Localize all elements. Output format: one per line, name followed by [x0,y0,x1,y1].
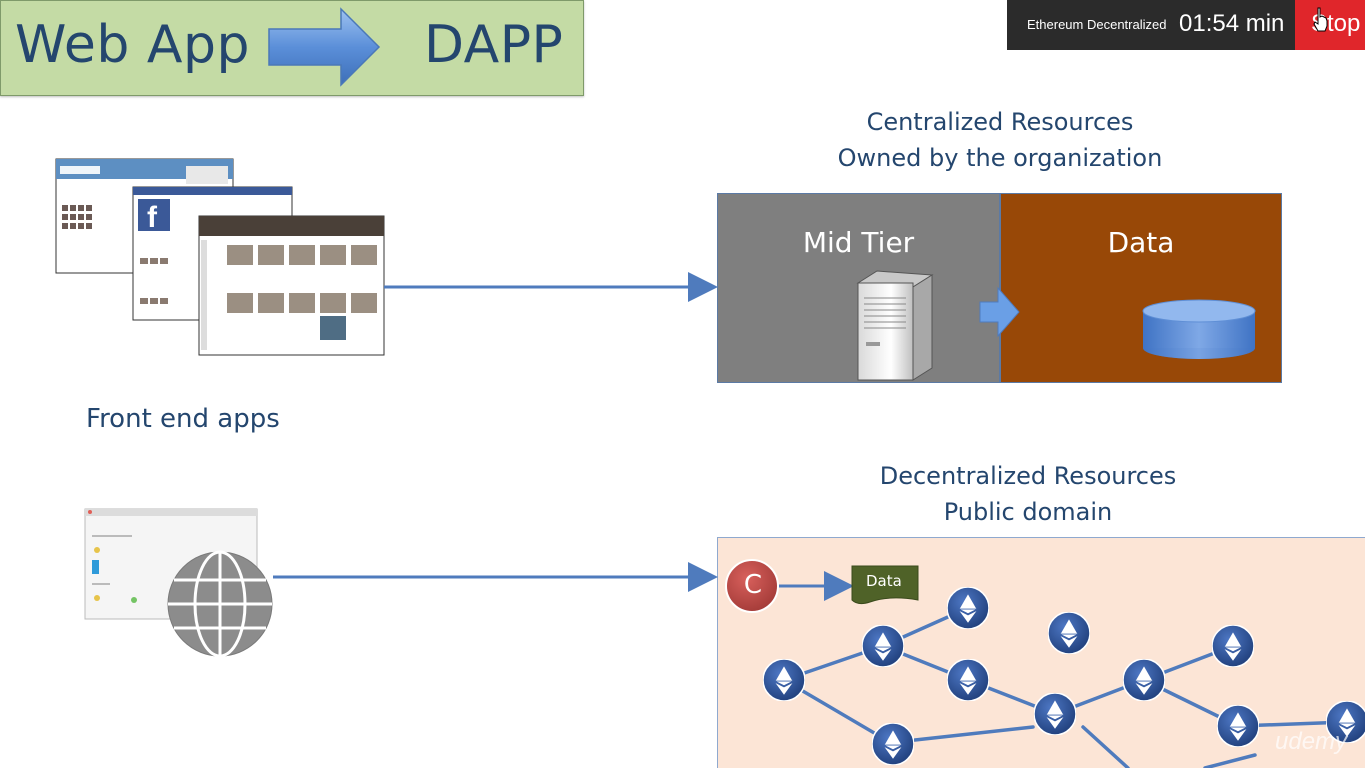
recording-timer: 01:54 min [1179,10,1285,37]
right-arrow-icon [268,7,381,87]
ethereum-icon [1212,625,1254,667]
centralized-heading-line2: Owned by the organization [837,144,1163,172]
mid-to-data-arrow [979,286,1020,338]
title-banner: Web App DAPP [0,0,584,96]
ethereum-icon [947,587,989,629]
decentralized-heading-line2: Public domain [943,498,1113,526]
contract-letter: C [743,570,763,600]
ethereum-icon [947,659,989,701]
ethereum-icon [862,625,904,667]
watermark: udemy [1275,728,1348,755]
cursor-icon [1313,7,1328,32]
recording-title: Ethereum Decentralized [1027,17,1167,32]
svg-text:f: f [147,201,158,234]
contract-node [725,559,779,613]
ethereum-icon [1034,693,1076,735]
centralized-heading-line1: Centralized Resources [866,108,1134,136]
ethereum-icon [872,723,914,765]
centralized-heading: Centralized Resources Owned by the organ… [790,104,1210,176]
ethereum-icon [1123,659,1165,701]
data-tag-label: Data [866,572,902,590]
ethereum-icon [763,659,805,701]
web-app-screenshots: f [55,158,385,356]
title-web-app: Web App [15,15,250,75]
recording-bar: Ethereum Decentralized 01:54 min Stop [1007,0,1365,50]
front-end-label: Front end apps [86,404,280,434]
server-icon [856,270,934,381]
database-icon [1142,299,1256,359]
title-dapp: DAPP [424,15,564,75]
data-tag [851,565,919,605]
globe-icon [167,550,273,658]
decentralized-heading: Decentralized Resources Public domain [818,458,1238,530]
decentralized-heading-line1: Decentralized Resources [879,462,1177,490]
mid-tier-label: Mid Tier [802,226,915,259]
ethereum-icon [1048,612,1090,654]
ethereum-icon [1217,705,1259,747]
data-box-label: Data [1107,226,1175,259]
